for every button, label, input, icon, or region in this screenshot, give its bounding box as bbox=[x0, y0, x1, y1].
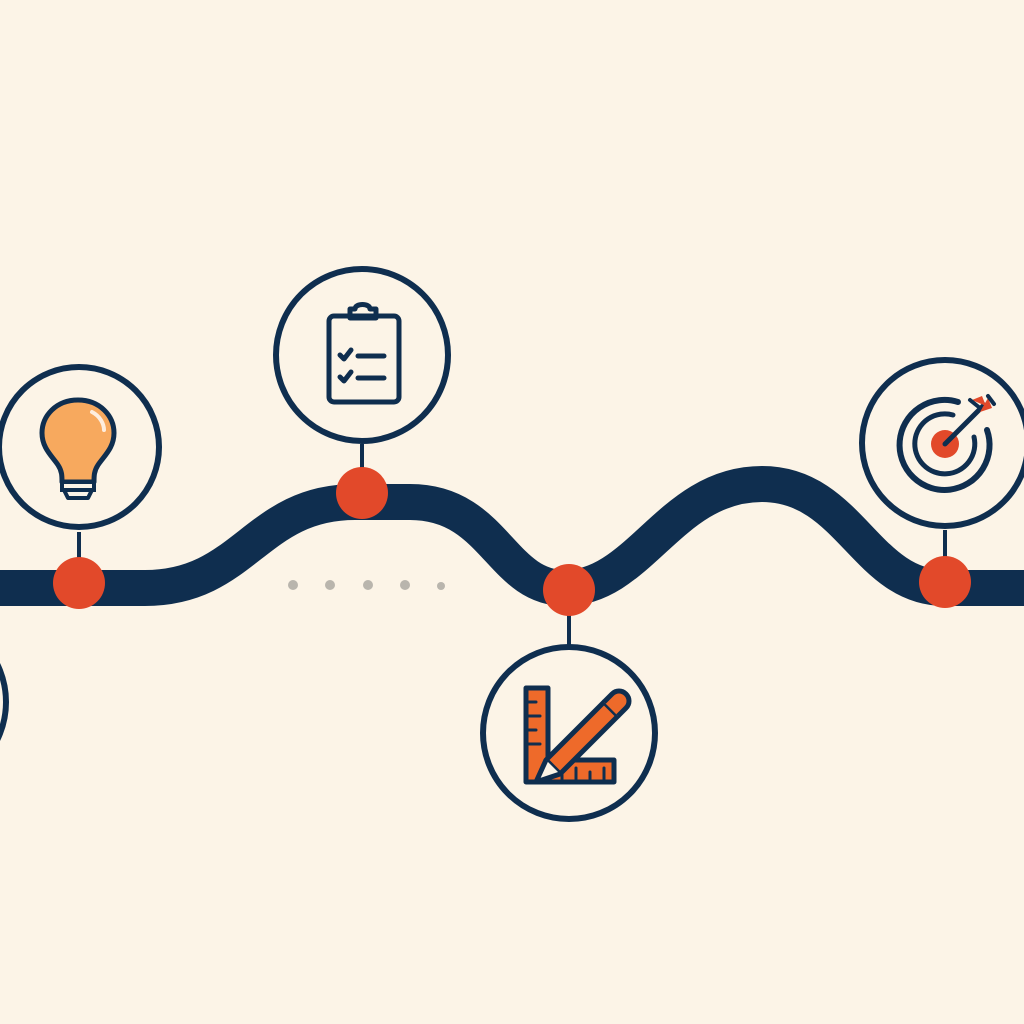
milestone-1 bbox=[0, 364, 162, 530]
clipboard-checklist-icon bbox=[326, 302, 402, 405]
pencil-ruler-icon bbox=[523, 685, 632, 785]
progress-dots bbox=[288, 580, 445, 590]
dot bbox=[288, 580, 298, 590]
milestone-node bbox=[543, 564, 595, 616]
offscreen-milestone-icon bbox=[0, 663, 9, 741]
icon-circle bbox=[480, 644, 658, 822]
milestone-4 bbox=[859, 357, 1024, 529]
dot bbox=[363, 580, 373, 590]
milestone-node bbox=[919, 556, 971, 608]
milestone-node bbox=[53, 557, 105, 609]
dot bbox=[325, 580, 335, 590]
dot bbox=[437, 582, 445, 590]
lightbulb-icon bbox=[39, 397, 117, 500]
dot bbox=[400, 580, 410, 590]
milestone-2 bbox=[273, 266, 451, 444]
milestone-node bbox=[336, 467, 388, 519]
target-arrow-icon bbox=[896, 394, 996, 493]
milestone-3 bbox=[480, 644, 658, 822]
